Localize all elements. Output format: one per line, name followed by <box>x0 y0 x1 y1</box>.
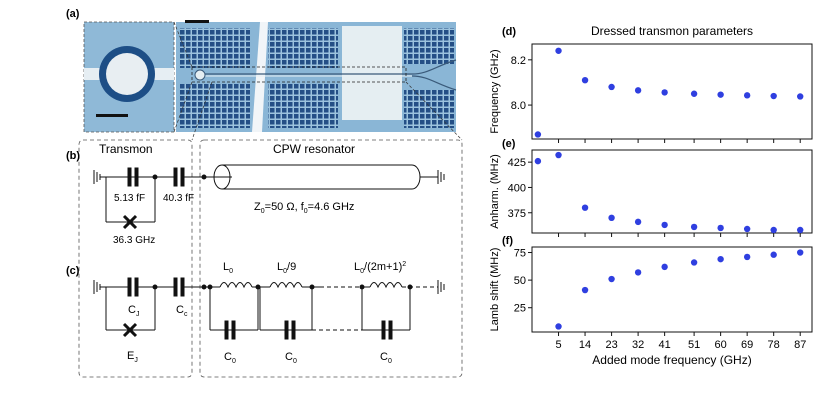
y-axis-label: Lamb shift (MHz) <box>489 248 501 332</box>
x-tick-label: 41 <box>659 339 671 351</box>
c0-label-2: C0 <box>285 351 297 365</box>
l0-9-label: L0/9 <box>277 261 296 275</box>
data-point <box>743 225 751 233</box>
x-tick-label: 51 <box>688 339 700 351</box>
x-tick-label: 32 <box>632 339 644 351</box>
chip-micrograph <box>176 20 457 132</box>
panel-label-e: (e) <box>502 138 516 150</box>
data-point <box>717 91 724 98</box>
panel-label-c: (c) <box>66 265 80 277</box>
data-point <box>608 83 615 91</box>
data-point <box>797 226 804 234</box>
y-tick-label: 50 <box>514 275 526 287</box>
cj-label: CJ <box>128 304 139 318</box>
plot-frame <box>531 43 813 140</box>
data-point <box>797 249 804 256</box>
data-point <box>743 92 751 99</box>
y-axis-label: Anharm. (MHz) <box>489 154 501 229</box>
data-point <box>555 151 562 159</box>
data-point <box>770 251 777 258</box>
x-tick-label: 78 <box>768 339 780 351</box>
data-point <box>608 275 615 283</box>
l0-label: L0 <box>223 261 233 275</box>
data-point <box>608 214 615 222</box>
plot-frame <box>531 149 813 234</box>
x-tick-label: 14 <box>579 339 591 351</box>
data-point <box>534 131 542 138</box>
scale-bar <box>96 114 128 117</box>
data-point <box>534 157 542 165</box>
y-tick-label: 75 <box>514 248 526 260</box>
data-point <box>717 224 724 232</box>
data-point <box>634 218 642 226</box>
data-point <box>661 263 668 271</box>
y-tick-label: 8.2 <box>511 55 526 67</box>
y-tick-label: 425 <box>508 157 526 169</box>
data-point <box>717 255 724 263</box>
y-tick-label: 400 <box>508 182 526 194</box>
c0-label-1: C0 <box>224 351 236 365</box>
cpw-title: CPW resonator <box>273 142 355 156</box>
data-point <box>770 226 777 234</box>
x-tick-label: 87 <box>794 339 806 351</box>
data-point <box>581 204 589 211</box>
data-point <box>797 93 804 100</box>
data-point <box>555 323 562 330</box>
data-point <box>770 92 777 100</box>
y-tick-label: 25 <box>514 303 526 315</box>
cap-coupling-label: 40.3 fF <box>163 193 194 204</box>
inset-micrograph <box>83 21 175 133</box>
transmon-region <box>78 81 463 378</box>
panel-label-b: (b) <box>66 150 80 162</box>
circuit-b <box>93 164 445 230</box>
chart-title: Dressed transmon parameters <box>591 24 753 38</box>
scale-bar <box>185 20 209 23</box>
y-tick-label: 8.0 <box>511 100 526 112</box>
data-point <box>634 87 642 94</box>
cc-label: Cc <box>176 304 188 318</box>
circuit-c <box>93 277 445 340</box>
plot-frame <box>531 246 813 333</box>
data-point <box>690 259 698 266</box>
x-tick-label: 23 <box>605 339 617 351</box>
x-tick-label: 69 <box>741 339 753 351</box>
panel-label-a: (a) <box>66 8 80 20</box>
panel-label-d: (d) <box>502 26 516 38</box>
cap-small-label: 5.13 fF <box>114 193 145 204</box>
data-point <box>661 89 668 96</box>
y-axis-label: Frequency (GHz) <box>489 49 501 133</box>
data-point <box>661 221 668 229</box>
x-axis-label: Added mode frequency (GHz) <box>592 353 751 367</box>
ej-label: EJ <box>127 350 138 364</box>
junction-freq-label: 36.3 GHz <box>113 235 155 246</box>
lm-label: L0/(2m+1)2 <box>354 261 406 275</box>
data-point <box>555 47 562 54</box>
c0-label-3: C0 <box>380 351 392 365</box>
data-point <box>690 90 698 97</box>
data-point <box>634 269 642 276</box>
data-point <box>743 253 751 261</box>
y-tick-label: 375 <box>508 208 526 220</box>
scatter-plots: 8.0 8.2 Frequency (GHz) 375 400 425 Anharm. (M… <box>489 43 813 367</box>
x-tick-label: 5 <box>555 339 561 351</box>
data-point <box>690 223 698 231</box>
data-point <box>581 76 589 84</box>
panel-label-f: (f) <box>502 235 513 247</box>
x-tick-label: 60 <box>715 339 727 351</box>
data-point <box>581 286 589 294</box>
transmon-title: Transmon <box>99 142 153 156</box>
resonator-params: Z0=50 Ω, f0=4.6 GHz <box>254 201 354 215</box>
